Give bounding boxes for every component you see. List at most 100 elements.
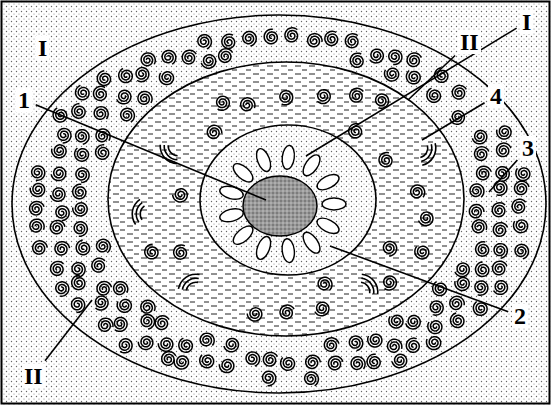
spiral-body (159, 71, 174, 85)
spiral-body (171, 187, 190, 205)
petal (300, 229, 324, 256)
middle-layer (108, 62, 464, 336)
spiral-body (448, 108, 467, 127)
spiral-body (117, 299, 132, 312)
label-text: 1 (16, 88, 32, 112)
spiral-body (138, 91, 153, 104)
spiral-body (413, 245, 430, 261)
spiral-body (424, 86, 443, 105)
spiral-body (494, 140, 513, 159)
spiral-body (467, 202, 486, 220)
spiral-body (474, 163, 493, 182)
spiral-body (30, 238, 49, 257)
spiral-body (262, 28, 279, 46)
spiral-body (368, 47, 386, 65)
spiral-body (157, 336, 175, 354)
spiral-body (384, 68, 398, 81)
spiral-body (305, 31, 323, 49)
region-label: II (458, 30, 481, 54)
spiral-body (222, 34, 235, 48)
petal (300, 152, 324, 179)
nucleus (243, 176, 317, 236)
spiral-body (116, 67, 135, 86)
spiral-body (69, 102, 87, 121)
spiral-body (113, 316, 128, 332)
spiral-body (492, 278, 510, 297)
spiral-body (316, 88, 332, 105)
spiral-body (350, 356, 366, 371)
spiral-body (93, 143, 110, 161)
spiral-body (240, 97, 256, 112)
spiral-body (471, 219, 487, 234)
spiral-body (199, 332, 215, 347)
spiral-body (350, 53, 363, 68)
spiral-body (410, 184, 426, 199)
spiral-body (29, 219, 44, 233)
arc-body (178, 273, 200, 289)
spiral-body (73, 238, 92, 257)
spiral-body (160, 48, 179, 66)
arc-body (186, 281, 199, 290)
spiral-body (52, 239, 71, 258)
spiral-body (390, 352, 409, 371)
arc-body (167, 145, 177, 156)
spiral-body (365, 353, 382, 371)
spiral-body (115, 88, 134, 107)
leader-line (422, 103, 485, 140)
spiral-body (512, 178, 531, 197)
spiral-body (326, 353, 345, 372)
leader-line (45, 300, 92, 361)
spiral-body (70, 296, 87, 314)
petal (254, 235, 274, 262)
spiral-body (474, 280, 489, 296)
arc-body (135, 202, 142, 223)
spiral-body (216, 96, 230, 111)
spiral-body (195, 32, 214, 51)
spiral-body (93, 105, 109, 120)
leader-lines (36, 28, 518, 361)
spiral-body (386, 338, 403, 354)
spiral-body (72, 84, 91, 103)
spiral-body (347, 86, 365, 104)
spiral-body (137, 334, 155, 352)
spiral-body (447, 311, 466, 330)
spiral-body (261, 369, 278, 387)
spiral-body (279, 356, 296, 372)
leader-line (306, 28, 517, 156)
spiral-body (94, 278, 113, 297)
spiral-body (90, 256, 107, 274)
label-text: 2 (512, 304, 528, 328)
spiral-body (199, 52, 218, 71)
petal (281, 238, 296, 263)
arc-body (422, 143, 437, 166)
spiral-body (474, 241, 490, 258)
spiral-body (174, 245, 187, 259)
petal (254, 147, 274, 174)
spiral-body (71, 201, 89, 218)
spiral-body (473, 260, 491, 279)
spiral-body (513, 219, 528, 233)
spiral-body (493, 180, 507, 195)
spiral-body (142, 243, 160, 261)
spiral-body (49, 185, 68, 204)
spiral-body (344, 32, 359, 48)
spiral-body (313, 300, 332, 319)
spiral-body (173, 355, 190, 371)
spiral-body (69, 274, 87, 292)
spiral-body (94, 295, 110, 312)
arc-body (361, 281, 371, 293)
spiral-body (513, 242, 532, 261)
region-label: II (22, 364, 45, 388)
petal (322, 198, 346, 210)
spiral-body (468, 182, 486, 199)
spiral-body (417, 210, 436, 229)
spiral-body (368, 334, 383, 347)
spiral-body (277, 302, 296, 321)
spiral-body (95, 237, 113, 254)
petal-ring (218, 145, 346, 264)
spiral-body (387, 48, 404, 66)
petal (315, 215, 342, 237)
spiral-body (448, 294, 466, 311)
spiral-body (72, 220, 89, 238)
